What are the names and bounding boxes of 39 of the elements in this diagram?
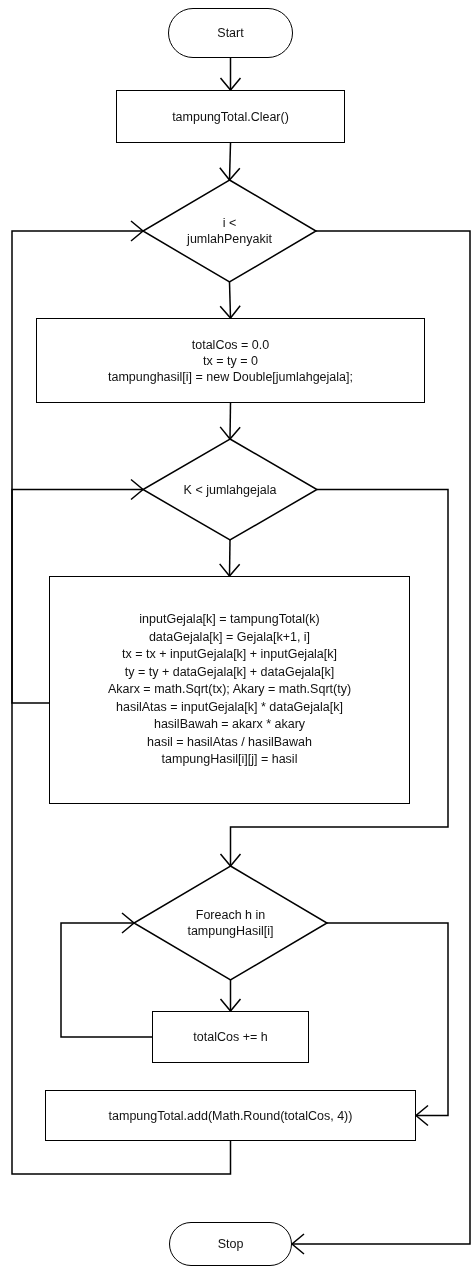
arrow	[219, 281, 241, 319]
node-text: totalCos = 0.0	[191, 336, 270, 353]
node-text: i < jumlahPenyakit	[185, 215, 273, 247]
arrow	[219, 488, 449, 867]
node-text: Foreach h in tampungHasil[i]	[186, 907, 275, 939]
node-text: tampunghasil[i] = new Double[jumlahgejala];	[108, 368, 353, 385]
arrow	[219, 402, 241, 440]
node-text: hasilBawah = akarx * akary	[153, 716, 306, 734]
node-text: hasil = hasilAtas / hasilBawah	[147, 733, 312, 751]
terminal-shape	[168, 8, 293, 58]
arrow	[291, 230, 471, 1255]
node-text: tx = tx + inputGejala[k] + inputGejala[k]	[121, 646, 338, 664]
node-text: tampungHasil[i][j] = hasil	[161, 751, 298, 769]
node-text: hasilAtas = inputGejala[k] * dataGejala[k]	[116, 698, 343, 716]
node-text: inputGejala[k] = tampungTotal(k)	[139, 611, 320, 629]
process-box	[36, 318, 425, 403]
node-text: dataGejala[k] = Gejala[k+1, i]	[148, 628, 311, 646]
arrow	[219, 57, 242, 91]
node-text: tampungTotal.add(Math.Round(totalCos, 4))	[108, 1107, 353, 1124]
arrow	[219, 142, 241, 181]
process-box	[49, 576, 410, 804]
node-text: Akarx = math.Sqrt(tx); Akary = math.Sqrt(ty)	[107, 681, 352, 699]
arrow	[219, 979, 242, 1012]
arrow	[326, 922, 449, 1127]
node-text: tx = ty = 0	[203, 352, 258, 369]
node-text: ty = ty + dataGejala[k] + dataGejala[k]	[124, 663, 335, 681]
node-text: K < jumlahgejala	[183, 481, 277, 498]
arrow	[11, 478, 144, 704]
process-box	[116, 90, 345, 143]
arrow	[218, 539, 241, 577]
terminal-shape	[169, 1222, 292, 1266]
node-text: tampungTotal.Clear()	[172, 108, 289, 125]
node-text: Stop	[217, 1236, 244, 1252]
process-box	[45, 1090, 416, 1141]
arrow	[11, 220, 232, 1175]
node-text: Start	[217, 25, 244, 41]
process-box	[152, 1011, 309, 1063]
arrow	[60, 912, 153, 1038]
node-text: totalCos += h	[193, 1029, 268, 1045]
